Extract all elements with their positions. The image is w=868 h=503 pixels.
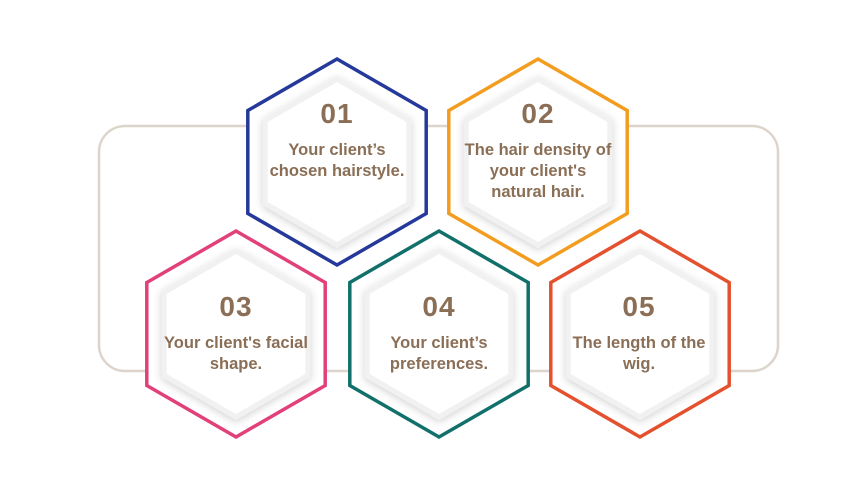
step-description: The hair density of your client's natura…	[464, 141, 612, 201]
hexagon-face	[369, 254, 509, 414]
step-05-label: 05 The length of the wig.	[564, 291, 714, 375]
hexagon-face	[267, 82, 407, 242]
step-description: Your client’s chosen hairstyle.	[269, 141, 405, 180]
hexagon-face	[166, 254, 306, 414]
hexagon-step-03	[145, 228, 327, 440]
hexagon-step-01	[246, 56, 428, 268]
step-description: The length of the wig.	[572, 334, 706, 373]
step-number: 03	[219, 291, 253, 322]
hexagon-step-04	[348, 228, 530, 440]
step-description: Your client’s preferences.	[389, 334, 489, 373]
step-02-label: 02 The hair density of your client's nat…	[463, 98, 613, 203]
step-03-label: 03 Your client's facial shape.	[161, 291, 311, 375]
step-04-label: 04 Your client’s preferences.	[364, 291, 514, 375]
step-description: Your client's facial shape.	[164, 334, 308, 373]
step-number: 05	[622, 291, 656, 322]
hexagon-step-05	[549, 228, 731, 440]
hexagon-face	[468, 82, 608, 242]
hexagon-face	[570, 254, 710, 414]
step-01-label: 01 Your client’s chosen hairstyle.	[262, 98, 412, 182]
step-number: 02	[521, 98, 555, 129]
hexagon-step-02	[447, 56, 629, 268]
step-number: 04	[422, 291, 456, 322]
step-number: 01	[320, 98, 354, 129]
